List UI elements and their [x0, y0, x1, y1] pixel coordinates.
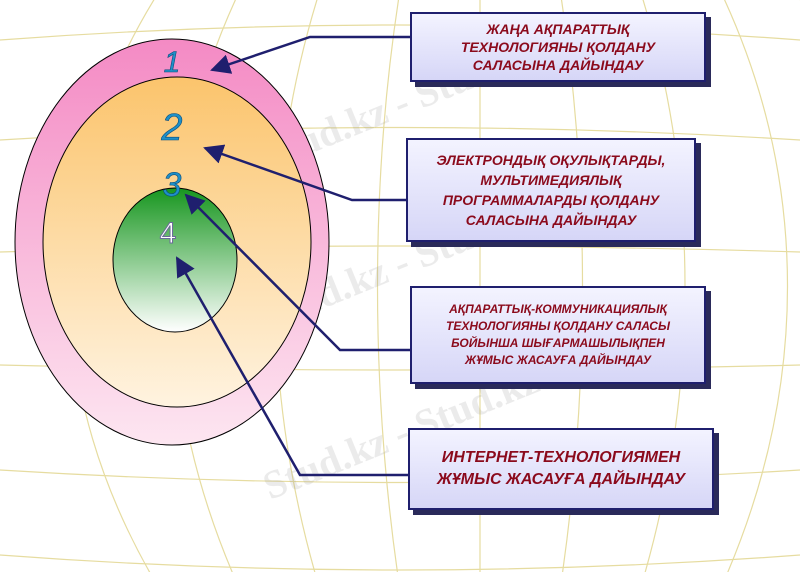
label-box-1: ЖАҢА АҚПАРАТТЫҚ ТЕХНОЛОГИЯНЫ ҚОЛДАНУ САЛ…: [410, 12, 706, 82]
connector-arrow-1: [210, 35, 410, 74]
label-box-3: АҚПАРАТТЫҚ-КОММУНИКАЦИЯЛЫҚ ТЕХНОЛОГИЯНЫ …: [410, 286, 706, 384]
connector-arrow-2: [203, 144, 406, 202]
label-box-2: ЭЛЕКТРОНДЫҚ ОҚУЛЫҚТАРДЫ, МУЛЬТИМЕДИЯЛЫҚ …: [406, 138, 696, 242]
ring-number-3: 3: [163, 166, 182, 204]
connector-arrow-3: [184, 193, 410, 352]
ring-number-4: 4: [160, 217, 177, 250]
ring-3: [112, 187, 238, 333]
meridian-line: [799, 0, 800, 1]
ring-number-2: 2: [160, 107, 182, 149]
label-box-4: ИНТЕРНЕТ-ТЕХНОЛОГИЯМЕН ЖҰМЫС ЖАСАУҒА ДАЙ…: [408, 428, 714, 510]
connector-arrow-4: [175, 256, 408, 477]
meridian-line: [376, 0, 400, 572]
parallel-line: [0, 554, 800, 571]
ring-number-1: 1: [164, 46, 181, 79]
meridian-line: [723, 0, 789, 572]
